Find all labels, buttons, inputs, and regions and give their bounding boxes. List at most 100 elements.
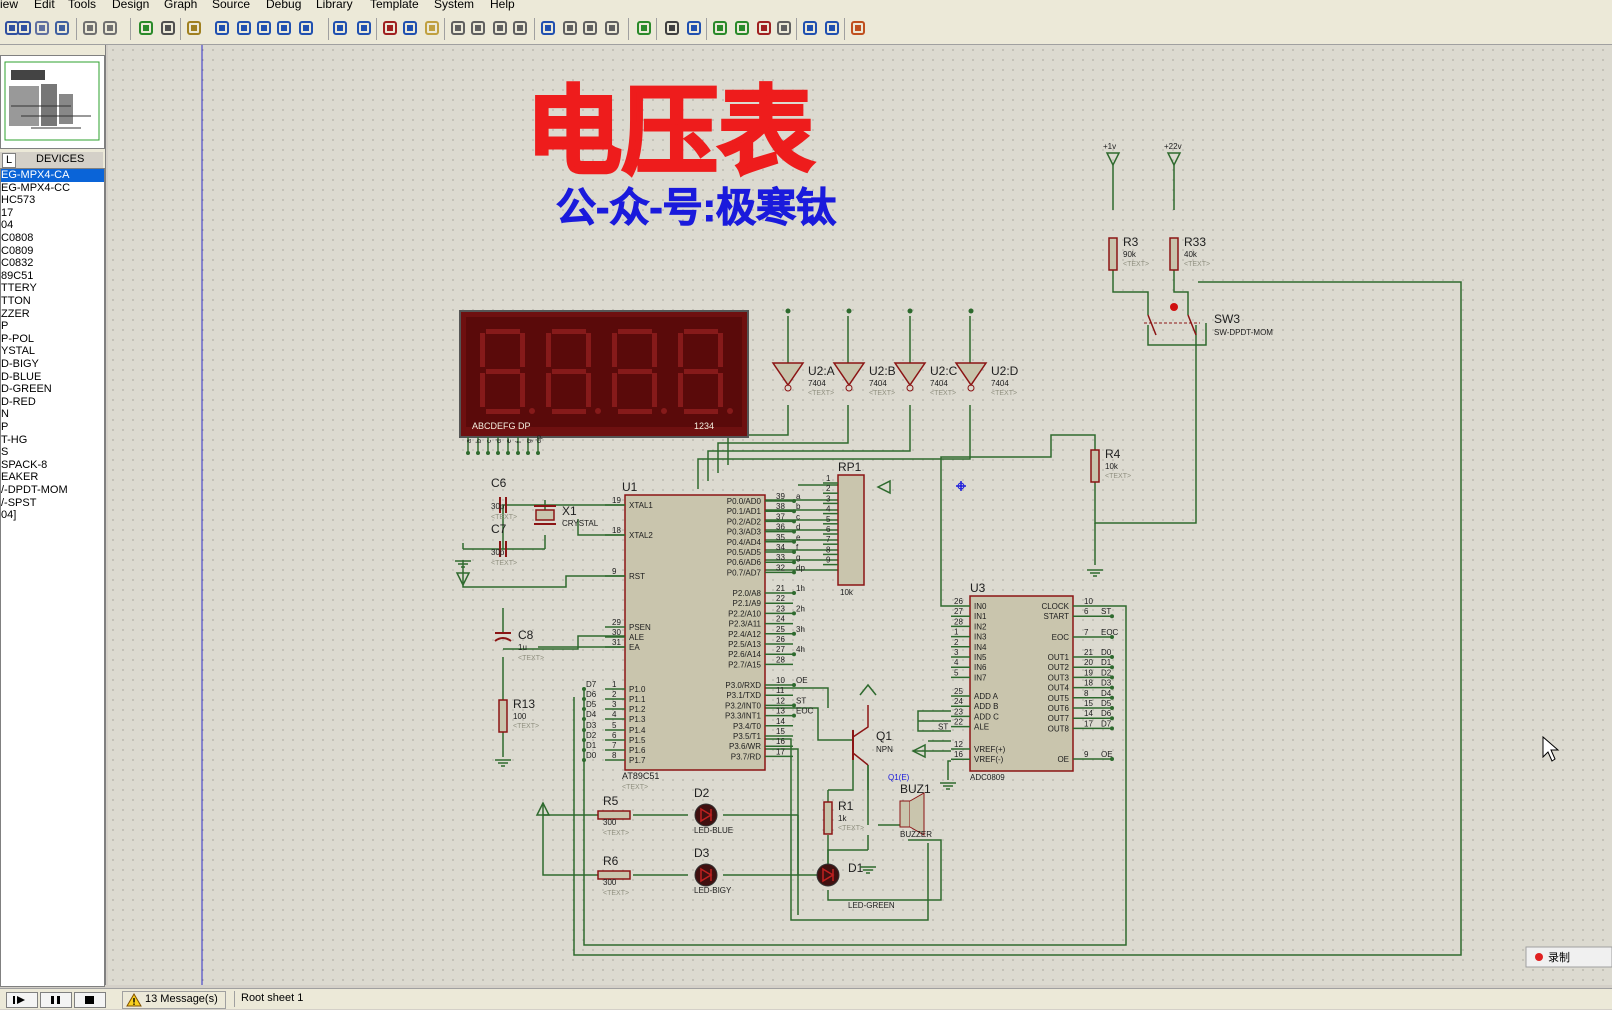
toolbar-tool-icon[interactable] bbox=[582, 20, 598, 36]
toolbar-tool-icon[interactable] bbox=[776, 20, 792, 36]
toolbar-tool-icon[interactable] bbox=[540, 20, 556, 36]
device-list-item[interactable]: C0809 bbox=[1, 244, 34, 257]
toolbar-tool-icon[interactable] bbox=[712, 20, 728, 36]
play-button[interactable] bbox=[6, 992, 38, 1008]
device-list-item[interactable]: 04 bbox=[1, 219, 14, 232]
toolbar-tool-icon[interactable] bbox=[54, 20, 70, 36]
device-list-item[interactable]: ZZER bbox=[1, 307, 30, 320]
menu-8[interactable]: Template bbox=[370, 0, 419, 11]
device-list-item[interactable]: 89C51 bbox=[1, 269, 34, 282]
menu-5[interactable]: Source bbox=[212, 0, 251, 11]
device-list-item[interactable]: 04] bbox=[1, 509, 17, 522]
device-list-item[interactable]: P-POL bbox=[1, 332, 35, 345]
toolbar-tool-icon[interactable] bbox=[102, 20, 118, 36]
toolbar-tool-icon[interactable] bbox=[636, 20, 652, 36]
q1-transistor[interactable]: Q1 NPN Q1(E) bbox=[852, 683, 910, 782]
toolbar-tool-icon[interactable] bbox=[756, 20, 772, 36]
toolbar-tool-icon[interactable] bbox=[276, 20, 292, 36]
toolbar-tool-icon[interactable] bbox=[82, 20, 98, 36]
device-list-item[interactable]: TTERY bbox=[1, 282, 37, 295]
q1-probe-label[interactable]: Q1(E) bbox=[888, 773, 910, 782]
toolbar-tool-icon[interactable] bbox=[424, 20, 440, 36]
toolbar-tool-icon[interactable] bbox=[256, 20, 272, 36]
toolbar-tool-icon[interactable] bbox=[138, 20, 154, 36]
menu-6[interactable]: Debug bbox=[266, 0, 302, 11]
toolbar-tool-icon[interactable] bbox=[298, 20, 314, 36]
menu-9[interactable]: System bbox=[434, 0, 475, 11]
toolbar-tool-icon[interactable] bbox=[236, 20, 252, 36]
device-list-item[interactable]: SPACK-8 bbox=[1, 458, 48, 471]
u1-microcontroller[interactable]: U1 AT89C51 <TEXT> 19XTAL118XTAL29RST29PS… bbox=[582, 480, 814, 791]
device-list-item[interactable]: P bbox=[1, 421, 9, 433]
device-list-item[interactable]: C0808 bbox=[1, 232, 34, 244]
toolbar-tool-icon[interactable] bbox=[850, 20, 866, 36]
menu-0[interactable]: iew bbox=[0, 0, 19, 11]
menu-3[interactable]: Design bbox=[112, 0, 150, 11]
device-list-item[interactable]: N bbox=[1, 408, 9, 421]
device-list-item[interactable]: TTON bbox=[1, 295, 31, 307]
device-list-item[interactable]: EG-MPX4-CA bbox=[1, 169, 104, 182]
device-list-item[interactable]: D-BIGY bbox=[1, 358, 39, 370]
menu-4[interactable]: Graph bbox=[164, 0, 198, 11]
device-list-item[interactable]: /-SPST bbox=[1, 496, 37, 509]
stop-button[interactable] bbox=[74, 992, 106, 1008]
toolbar-tool-icon[interactable] bbox=[402, 20, 418, 36]
toolbar-tool-icon[interactable] bbox=[512, 20, 528, 36]
toolbar-tool-icon[interactable] bbox=[34, 20, 50, 36]
device-list-item[interactable]: EG-MPX4-CC bbox=[1, 181, 71, 194]
toolbar-tool-icon[interactable] bbox=[382, 20, 398, 36]
pause-button[interactable] bbox=[40, 992, 72, 1008]
toolbar-tool-icon[interactable] bbox=[450, 20, 466, 36]
library-tab-button[interactable]: L bbox=[2, 153, 16, 168]
device-list-item[interactable]: P bbox=[1, 320, 9, 333]
menu-10[interactable]: Help bbox=[490, 0, 515, 11]
toolbar-tool-icon[interactable] bbox=[562, 20, 578, 36]
toolbar-tool-icon[interactable] bbox=[160, 20, 176, 36]
toolbar-tool-icon[interactable] bbox=[16, 20, 32, 36]
toolbar-tool-icon[interactable] bbox=[604, 20, 620, 36]
toolbar-tool-icon[interactable] bbox=[214, 20, 230, 36]
record-badge[interactable]: 录制 bbox=[1525, 946, 1612, 968]
toolbar-tool-icon[interactable] bbox=[824, 20, 840, 36]
device-list-item[interactable]: D-RED bbox=[1, 395, 36, 408]
menu-1[interactable]: Edit bbox=[34, 0, 55, 11]
toolbar-tool-icon[interactable] bbox=[492, 20, 508, 36]
toolbar-tool-icon[interactable] bbox=[356, 20, 372, 36]
toolbar-tool-icon[interactable] bbox=[734, 20, 750, 36]
device-list-item[interactable]: T-HG bbox=[1, 433, 28, 446]
device-list-item[interactable]: YSTAL bbox=[1, 345, 36, 358]
device-list-item[interactable]: 17 bbox=[1, 206, 14, 219]
schematic-canvas[interactable]: 电压表 公-众-号:极寒钛 bbox=[108, 45, 1612, 985]
toolbar-tool-icon[interactable] bbox=[470, 20, 486, 36]
toolbar-tool-icon[interactable] bbox=[332, 20, 348, 36]
menu-7[interactable]: Library bbox=[316, 0, 353, 11]
toolbar-tool-icon[interactable] bbox=[186, 20, 202, 36]
toolbar-tool-icon[interactable] bbox=[686, 20, 702, 36]
device-list-item[interactable]: S bbox=[1, 446, 9, 459]
device-list-item[interactable]: EAKER bbox=[1, 471, 39, 484]
menu-2[interactable]: Tools bbox=[68, 0, 97, 11]
buz1-buzzer[interactable]: BUZ1 BUZZER bbox=[899, 782, 932, 839]
overview-window[interactable] bbox=[0, 55, 105, 149]
device-list-item[interactable]: D-BLUE bbox=[1, 370, 42, 383]
device-list-item[interactable]: /-DPDT-MOM bbox=[1, 484, 68, 496]
sw3-switch[interactable]: SW3 SW-DPDT-MOM bbox=[1144, 303, 1273, 337]
u3-adc0809[interactable]: U3 ADC0809 26IN027IN128IN21IN32IN43IN54I… bbox=[938, 581, 1119, 782]
messages-indicator[interactable]: 13 Message(s) bbox=[122, 991, 226, 1009]
